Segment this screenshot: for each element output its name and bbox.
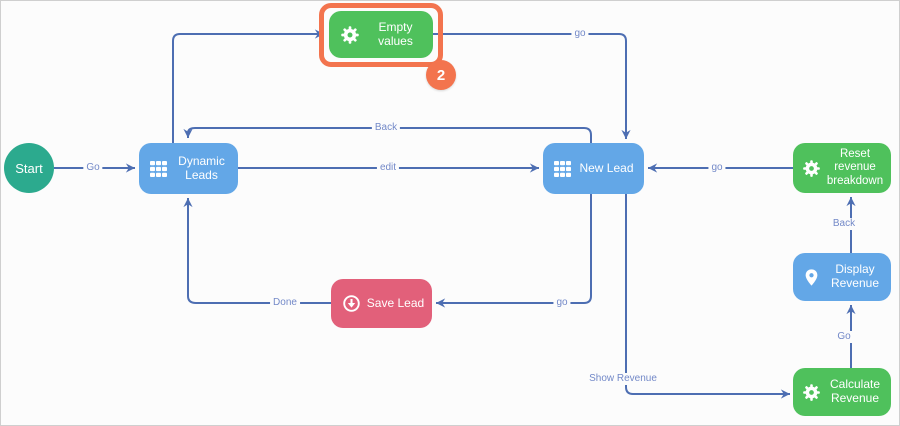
node-empty-values-label: Empty values (378, 19, 413, 48)
node-calculate-revenue-label: Calculate Revenue (829, 377, 881, 405)
edge-label-go-save[interactable]: go (553, 297, 571, 309)
edge-label-go-start[interactable]: Go (83, 162, 103, 174)
gear-icon (802, 383, 821, 402)
node-dynamic-leads-label: Dynamic Leads (178, 153, 225, 182)
node-display-revenue[interactable]: Display Revenue (793, 253, 891, 301)
map-pin-icon (802, 268, 821, 287)
node-save-lead[interactable]: Save Lead (331, 279, 432, 328)
edge-label-back-top[interactable]: Back (371, 122, 401, 134)
gear-icon (340, 25, 360, 45)
edge-label-edit[interactable]: edit (376, 162, 400, 174)
node-start[interactable]: Start (4, 143, 54, 193)
node-new-lead[interactable]: New Lead (543, 143, 644, 194)
step-badge: 2 (426, 60, 456, 90)
node-dynamic-leads[interactable]: Dynamic Leads (139, 143, 238, 194)
grid-icon (150, 160, 167, 177)
grid-icon (554, 160, 571, 177)
edge-label-show-revenue[interactable]: Show Revenue (586, 373, 660, 385)
node-save-lead-label: Save Lead (366, 295, 425, 310)
gear-icon (802, 159, 821, 178)
edge-label-back-right[interactable]: Back (829, 218, 859, 230)
node-display-revenue-label: Display Revenue (830, 262, 880, 290)
edge-label-go-empty[interactable]: go (571, 28, 589, 40)
node-new-lead-label: New Lead (579, 160, 634, 175)
highlight-box (319, 3, 443, 67)
node-reset-revenue-label: Reset revenue breakdown (826, 148, 884, 187)
edge-new-lead-to-calculate-revenue[interactable] (625, 194, 790, 399)
node-reset-revenue[interactable]: Reset revenue breakdown (793, 143, 891, 193)
edge-save-lead-to-dynamic-leads[interactable] (183, 198, 331, 304)
arrow-circle-down-icon (342, 294, 361, 313)
edge-label-done[interactable]: Done (270, 297, 300, 309)
edge-new-lead-to-save-lead[interactable] (436, 194, 592, 308)
node-start-label: Start (15, 160, 43, 176)
edge-label-go-calc[interactable]: Go (834, 331, 854, 343)
edge-label-go-reset[interactable]: go (708, 162, 726, 174)
node-empty-values[interactable]: Empty values (329, 11, 433, 58)
edge-empty-values-to-new-lead[interactable] (433, 33, 631, 139)
node-calculate-revenue[interactable]: Calculate Revenue (793, 368, 891, 416)
edge-dynamic-leads-to-empty-values[interactable] (172, 29, 324, 143)
